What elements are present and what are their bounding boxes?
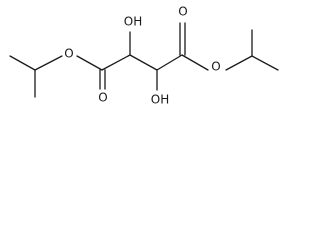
atom-o-ester-left: O	[64, 47, 73, 61]
bond-left-methyl-top	[9, 55, 36, 71]
bond-c2-to-c3	[129, 54, 158, 71]
bond-right-carbonyl-to-o	[181, 54, 209, 71]
bond-left-o-to-carbonyl	[76, 55, 103, 71]
bond-left-carbonyl-to-c2	[101, 54, 131, 71]
atom-oh-top: OH	[124, 15, 142, 29]
atom-oh-bottom: OH	[151, 93, 169, 107]
bond-c3-to-right-carbonyl	[156, 54, 183, 71]
bond-right-o-to-ch	[225, 55, 253, 71]
diisopropyl-tartrate-structure: O O OH OH O O	[9, 5, 279, 107]
bond-left-ch-to-o	[34, 55, 63, 71]
atom-o-carbonyl-right: O	[178, 5, 187, 19]
bond-right-methyl-side	[251, 55, 279, 71]
atom-o-ester-right: O	[211, 60, 220, 74]
atom-o-carbonyl-left: O	[98, 91, 107, 105]
